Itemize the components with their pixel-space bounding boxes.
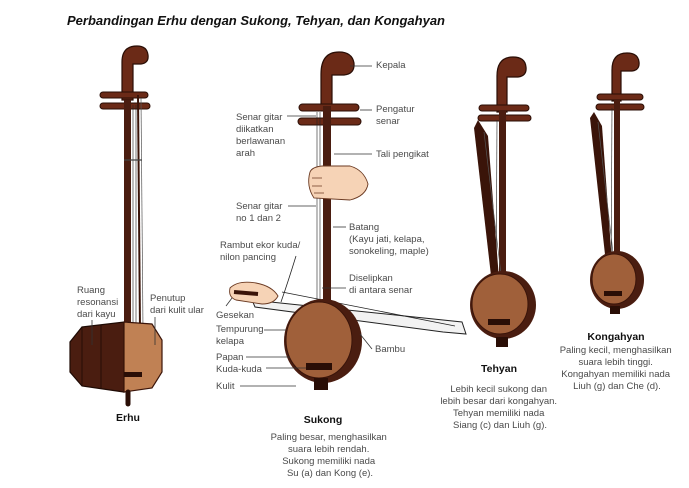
label-bamboo: Bambu: [375, 344, 405, 355]
label-bow-hair: Rambut ekor kuda/ nilon pancing: [220, 240, 303, 263]
label-head: Kepala: [376, 60, 406, 71]
sukong-illustration: [229, 51, 467, 390]
kongahyan-illustration: [590, 52, 645, 314]
sukong-head: [320, 51, 355, 107]
kongahyan-name: Kongahyan: [587, 331, 644, 343]
erhu-neck: [124, 100, 131, 350]
sukong-bow-hair: [281, 291, 456, 327]
tehyan-board: [471, 273, 529, 335]
label-rope: Tali pengikat: [376, 149, 429, 160]
kongahyan-peg-top: [596, 93, 644, 101]
label-skin: Kulit: [216, 381, 235, 392]
tehyan-neck: [499, 110, 506, 285]
tehyan-illustration: [470, 56, 536, 347]
figure-title: Perbandingan Erhu dengan Sukong, Tehyan,…: [67, 13, 445, 28]
tehyan-head: [496, 56, 527, 113]
label-shell: Tempurung kelapa: [216, 324, 266, 347]
sukong-bridge: [306, 363, 332, 370]
label-tuner: Pengatur senar: [376, 104, 417, 127]
erhu-bow: [137, 94, 141, 331]
tehyan-name: Tehyan: [481, 363, 517, 375]
kongahyan-bow: [590, 112, 614, 291]
erhu-label-cover: Penutup dari kulit ular: [150, 293, 204, 316]
label-bow: Gesekan: [216, 310, 254, 321]
sukong-hand-illustration: [308, 165, 369, 201]
tehyan-description: Lebih kecil sukong dan lebih besar dari …: [440, 384, 559, 431]
label-inserted: Diselipkan di antara senar: [349, 273, 412, 296]
label-neck: Batang (Kayu jati, kelapa, sonokeling, m…: [349, 222, 429, 257]
erhu-skin-cover: [123, 321, 163, 393]
erhu-head: [121, 45, 149, 101]
erhu-illustration: [69, 45, 163, 407]
tehyan-bow: [474, 120, 502, 319]
sukong-neck: [323, 106, 331, 331]
erhu-name: Erhu: [116, 412, 140, 424]
sukong-name: Sukong: [304, 414, 343, 426]
label-strings-12: Senar gitar no 1 dan 2: [236, 201, 285, 224]
label-strings-tied: Senar gitar diikatkan berlawanan arah: [236, 112, 288, 159]
sukong-description: Paling besar, menghasilkan suara lebih r…: [271, 432, 390, 479]
erhu-resonator: [69, 321, 125, 393]
kongahyan-neck: [614, 100, 620, 262]
kongahyan-description: Paling kecil, menghasilkan suara lebih t…: [560, 345, 675, 392]
erhu-peg-top: [99, 91, 149, 99]
erhu-label-resonance: Ruang resonansi dari kayu: [77, 285, 121, 320]
kongahyan-head: [611, 52, 640, 102]
label-bridge: Kuda-kuda: [216, 364, 263, 375]
kongahyan-board: [591, 253, 637, 305]
label-board: Papan: [216, 352, 243, 363]
